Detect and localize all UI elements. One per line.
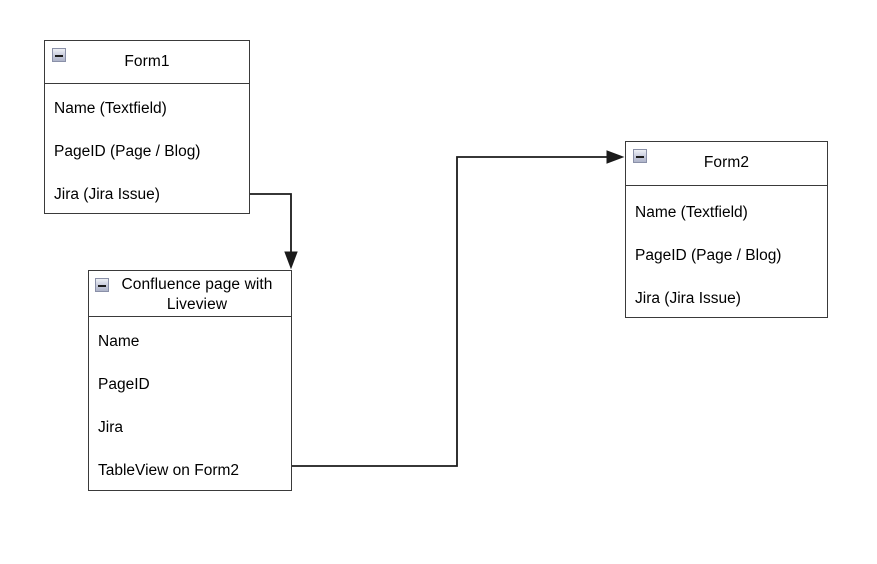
uml-row-form2-name[interactable]: Name (Textfield) <box>635 204 748 221</box>
uml-title-form1: Form1 <box>124 52 170 70</box>
uml-row-confluence-jira[interactable]: Jira <box>98 419 123 436</box>
uml-row-form2-pageid[interactable]: PageID (Page / Blog) <box>635 247 782 264</box>
uml-box-confluence-page[interactable]: Confluence page with Liveview Name PageI… <box>88 270 292 491</box>
uml-body-form1: Name (Textfield) PageID (Page / Blog) Ji… <box>45 84 249 213</box>
connector-path <box>291 156 609 467</box>
uml-header-confluence-page: Confluence page with Liveview <box>89 271 291 317</box>
arrowhead-down-icon <box>284 251 298 270</box>
uml-row-confluence-tableview[interactable]: TableView on Form2 <box>98 462 240 479</box>
uml-title-confluence-page: Confluence page with Liveview <box>121 276 273 314</box>
uml-box-form2[interactable]: Form2 Name (Textfield) PageID (Page / Bl… <box>625 141 828 318</box>
collapse-minus-icon[interactable] <box>95 278 109 292</box>
uml-row-form2-jira[interactable]: Jira (Jira Issue) <box>635 290 741 307</box>
uml-header-form2: Form2 <box>626 142 827 186</box>
uml-header-form1: Form1 <box>45 41 249 84</box>
uml-row-form1-jira[interactable]: Jira (Jira Issue) <box>54 186 160 203</box>
uml-row-form1-name[interactable]: Name (Textfield) <box>54 100 167 117</box>
uml-title-form2: Form2 <box>703 154 750 172</box>
connector-confluence-to-form2[interactable] <box>291 150 625 467</box>
uml-row-confluence-name[interactable]: Name <box>98 333 140 350</box>
uml-row-form1-pageid[interactable]: PageID (Page / Blog) <box>54 143 201 160</box>
collapse-minus-icon[interactable] <box>633 149 647 163</box>
connector-path <box>249 193 292 254</box>
uml-row-confluence-pageid[interactable]: PageID <box>98 376 150 393</box>
uml-box-form1[interactable]: Form1 Name (Textfield) PageID (Page / Bl… <box>44 40 250 214</box>
uml-body-confluence-page: Name PageID Jira TableView on Form2 <box>89 317 291 490</box>
connector-form1-to-confluence[interactable] <box>249 193 298 270</box>
uml-body-form2: Name (Textfield) PageID (Page / Blog) Ji… <box>626 186 827 317</box>
arrowhead-right-icon <box>606 150 625 164</box>
collapse-minus-icon[interactable] <box>52 48 66 62</box>
